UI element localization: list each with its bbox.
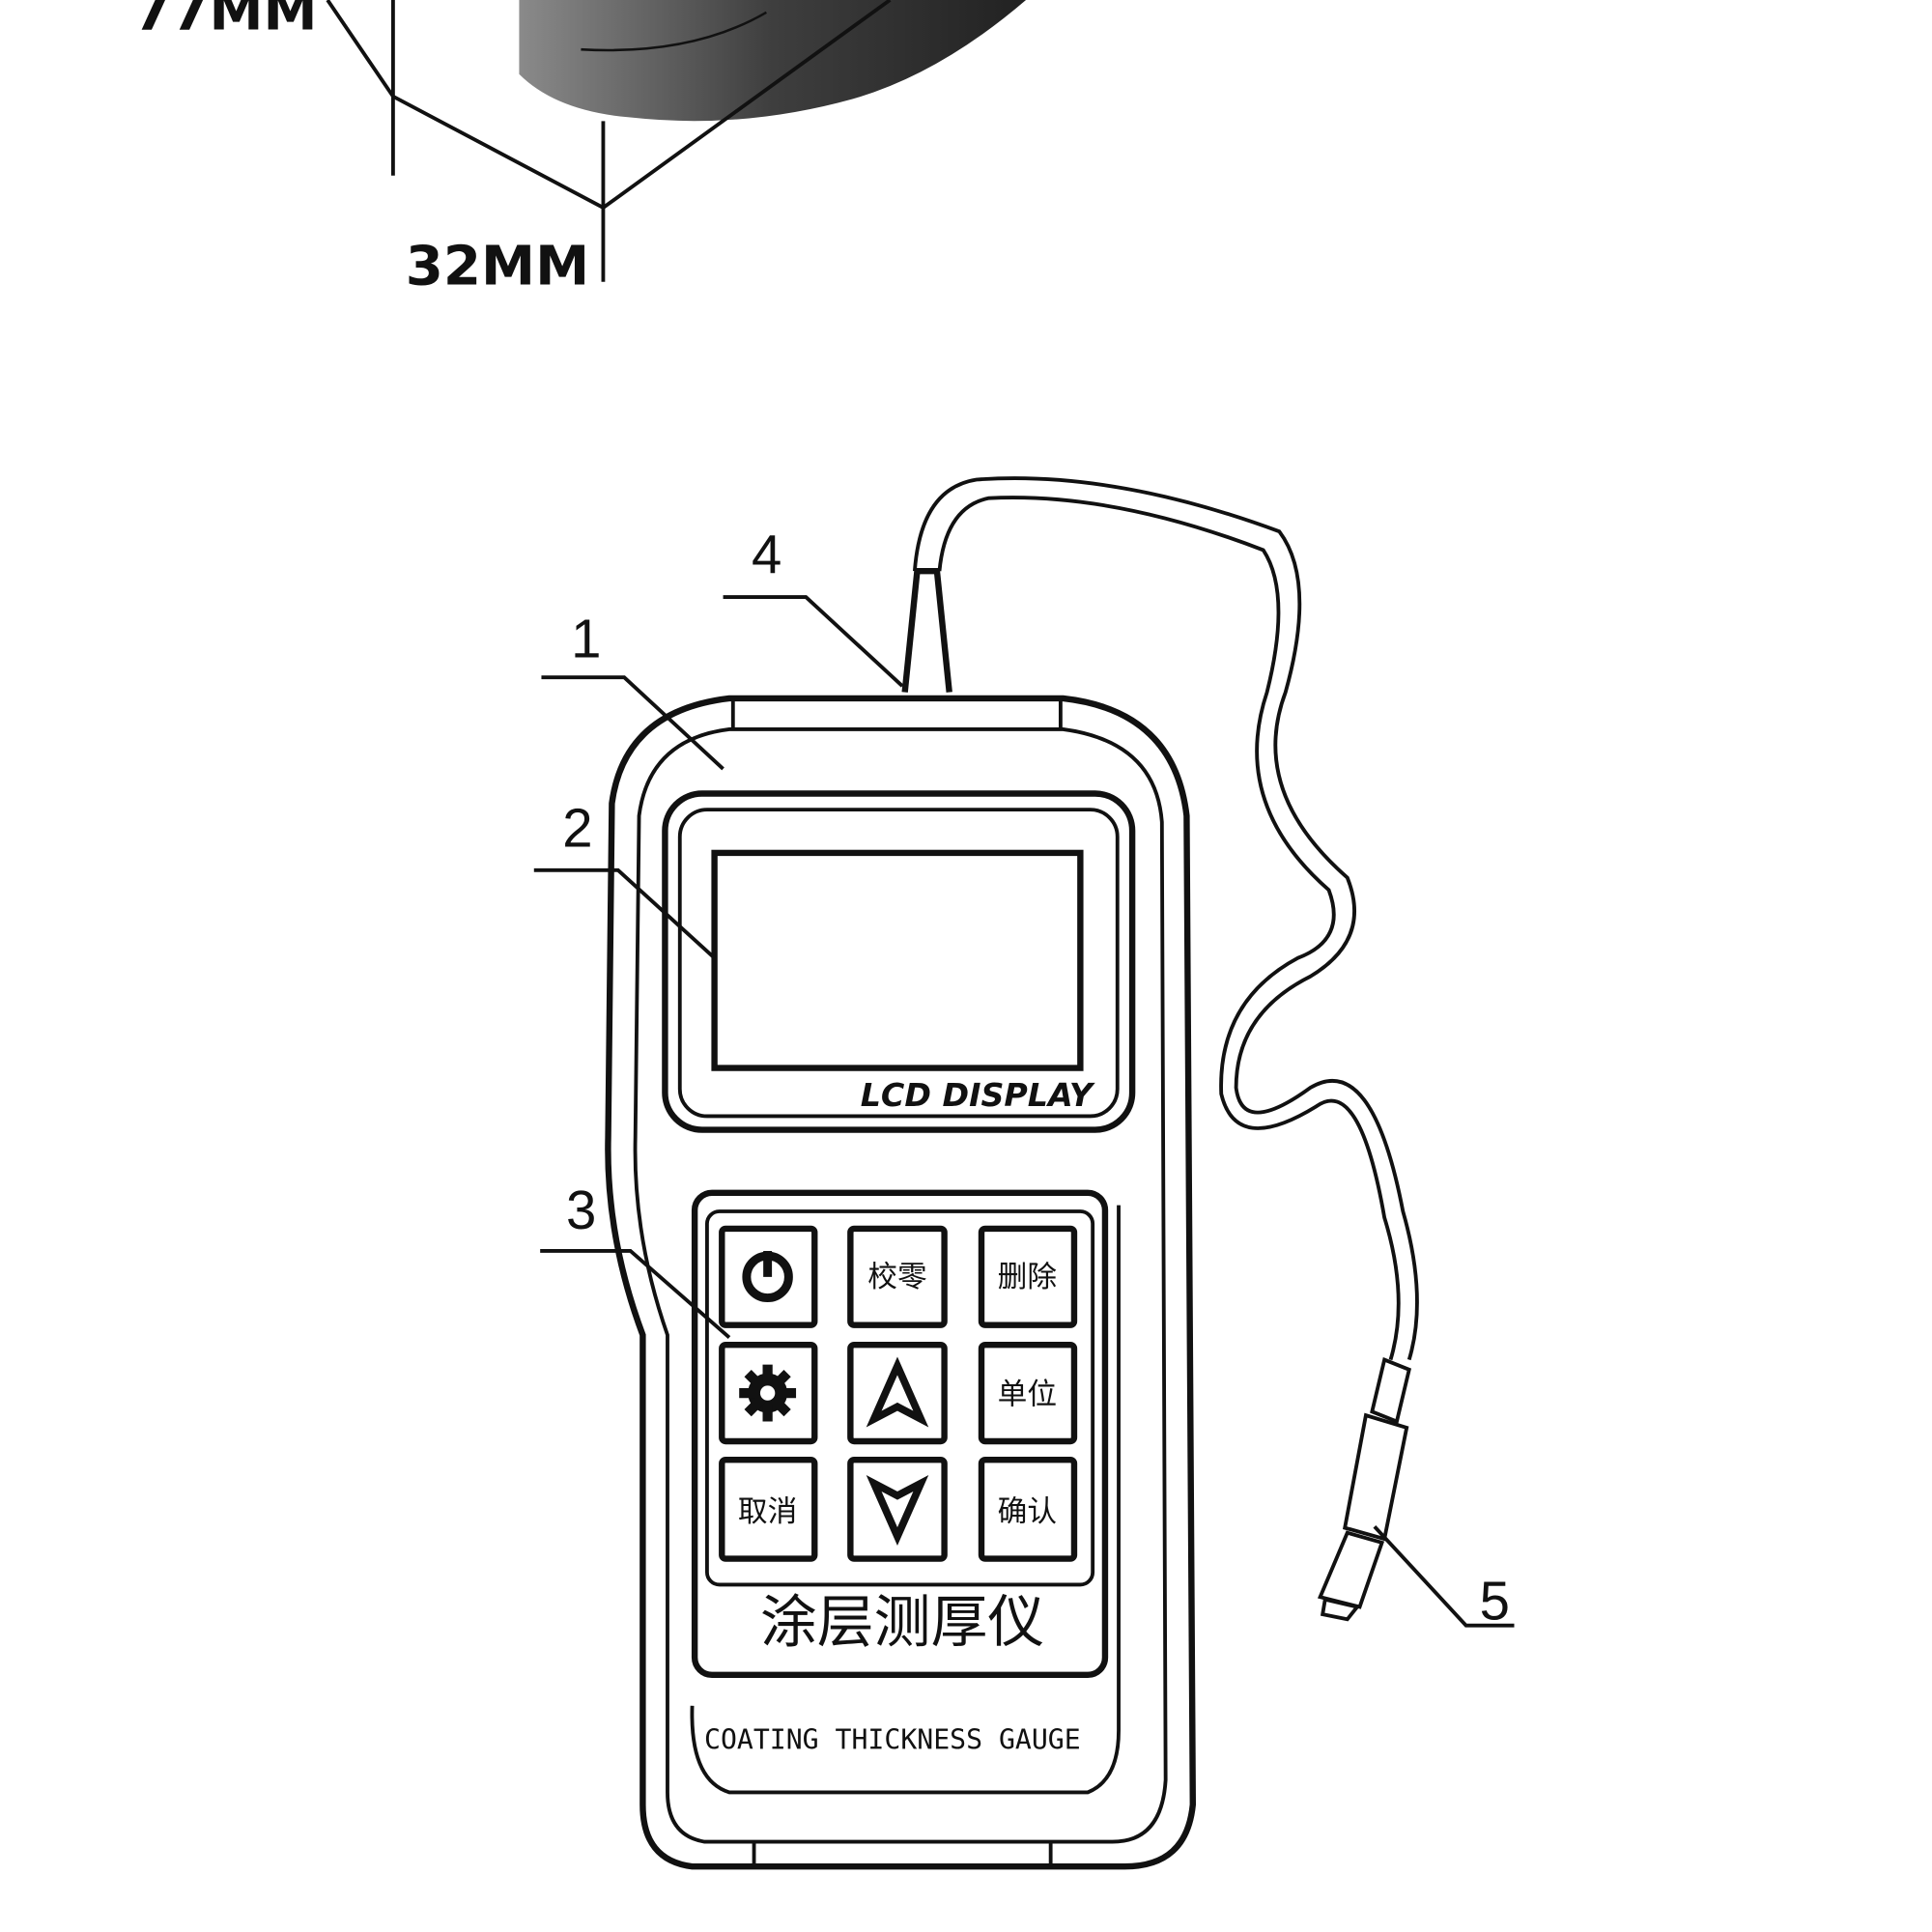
key-unit-label: 单位 bbox=[998, 1378, 1057, 1412]
key-confirm-label: 确认 bbox=[998, 1494, 1057, 1529]
key-delete-label: 删除 bbox=[998, 1260, 1057, 1294]
screen-bezel bbox=[662, 790, 1136, 1133]
callout-5: 5 bbox=[1480, 1570, 1510, 1631]
height-dimension-label: 77MM bbox=[133, 0, 317, 43]
dimension-lines bbox=[326, 0, 892, 282]
gear-icon bbox=[739, 1364, 797, 1422]
callout-1: 1 bbox=[571, 609, 601, 669]
key-power[interactable] bbox=[719, 1225, 818, 1328]
callout-lines bbox=[533, 595, 1515, 1628]
keypad-panel bbox=[691, 1189, 1109, 1679]
cable-strain-relief bbox=[901, 567, 952, 693]
device-body bbox=[605, 695, 1197, 1870]
callout-2: 2 bbox=[562, 798, 592, 859]
key-settings[interactable] bbox=[719, 1341, 818, 1445]
keypad-inner bbox=[705, 1209, 1095, 1587]
up-arrow-icon bbox=[866, 1356, 929, 1428]
key-up[interactable] bbox=[847, 1341, 948, 1445]
key-delete[interactable]: 删除 bbox=[978, 1225, 1078, 1328]
screen-bezel-inner bbox=[677, 808, 1120, 1119]
probe-cable bbox=[912, 476, 1419, 1361]
key-cancel[interactable]: 取消 bbox=[719, 1456, 818, 1562]
key-zero[interactable]: 校零 bbox=[847, 1225, 948, 1328]
key-down[interactable] bbox=[847, 1456, 948, 1562]
key-confirm[interactable]: 确认 bbox=[978, 1456, 1078, 1562]
device-photo bbox=[519, 0, 1027, 122]
probe bbox=[1317, 1356, 1411, 1622]
key-zero-label: 校零 bbox=[867, 1260, 926, 1294]
key-cancel-label: 取消 bbox=[738, 1494, 797, 1529]
key-unit[interactable]: 单位 bbox=[978, 1341, 1078, 1445]
callout-4: 4 bbox=[752, 525, 781, 585]
down-arrow-icon bbox=[866, 1474, 929, 1547]
device-title-en: COATING THICKNESS GAUGE bbox=[704, 1724, 1081, 1756]
callout-3: 3 bbox=[566, 1179, 596, 1240]
depth-dimension-label: 32MM bbox=[406, 235, 589, 298]
lcd-display-label: LCD DISPLAY bbox=[861, 1076, 1095, 1114]
lcd-screen bbox=[711, 849, 1084, 1071]
device-title-cn: 涂层测厚仪 bbox=[760, 1588, 1044, 1655]
